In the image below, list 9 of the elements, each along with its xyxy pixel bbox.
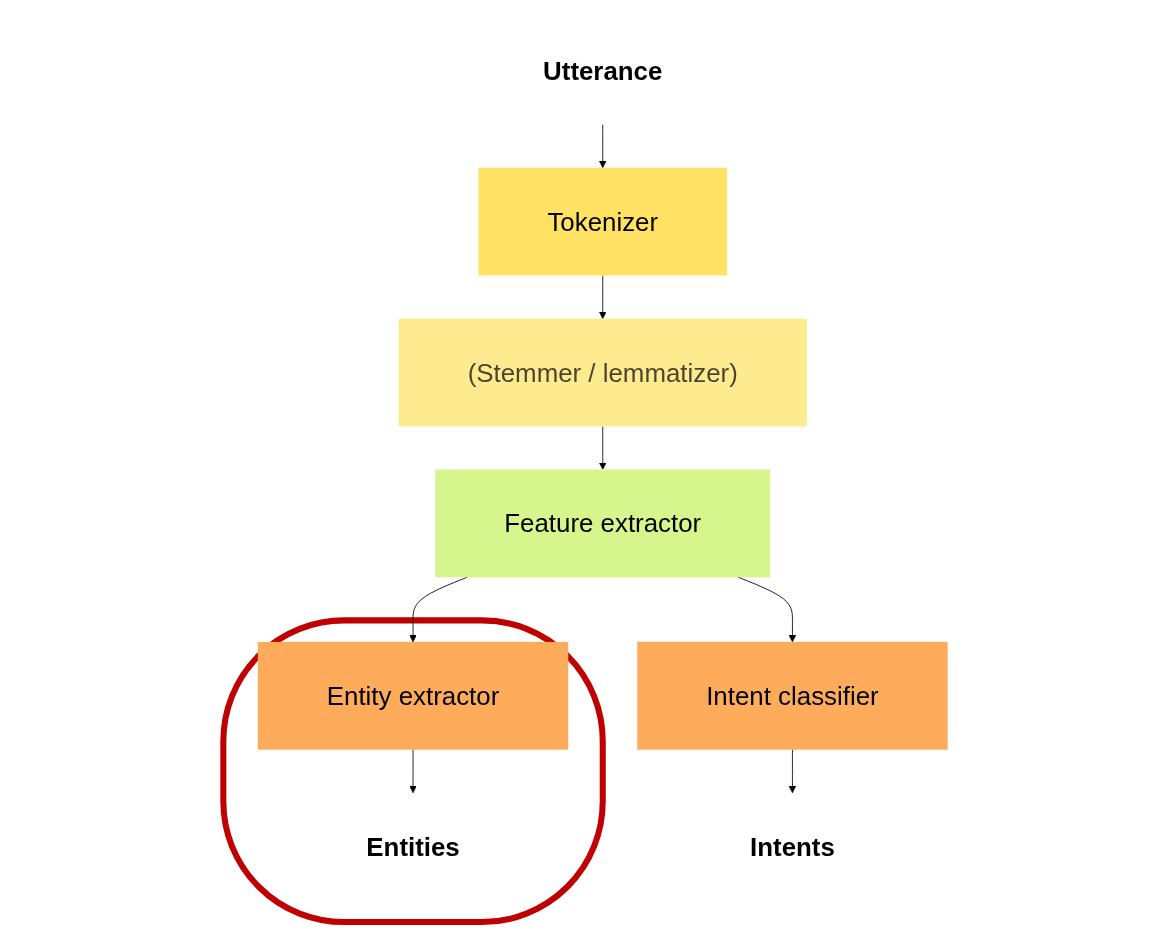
node-box: Feature extractor bbox=[435, 469, 771, 578]
node-box: (Stemmer / lemmatizer) bbox=[398, 318, 807, 427]
node-text: Intents bbox=[750, 832, 835, 861]
node-box: Entity extractor bbox=[257, 641, 569, 750]
node-box: Intent classifier bbox=[637, 641, 948, 750]
node-box: Tokenizer bbox=[478, 167, 728, 276]
node-text: Entities bbox=[366, 832, 460, 861]
node-text: Utterance bbox=[543, 56, 663, 85]
cluster bbox=[220, 617, 606, 926]
